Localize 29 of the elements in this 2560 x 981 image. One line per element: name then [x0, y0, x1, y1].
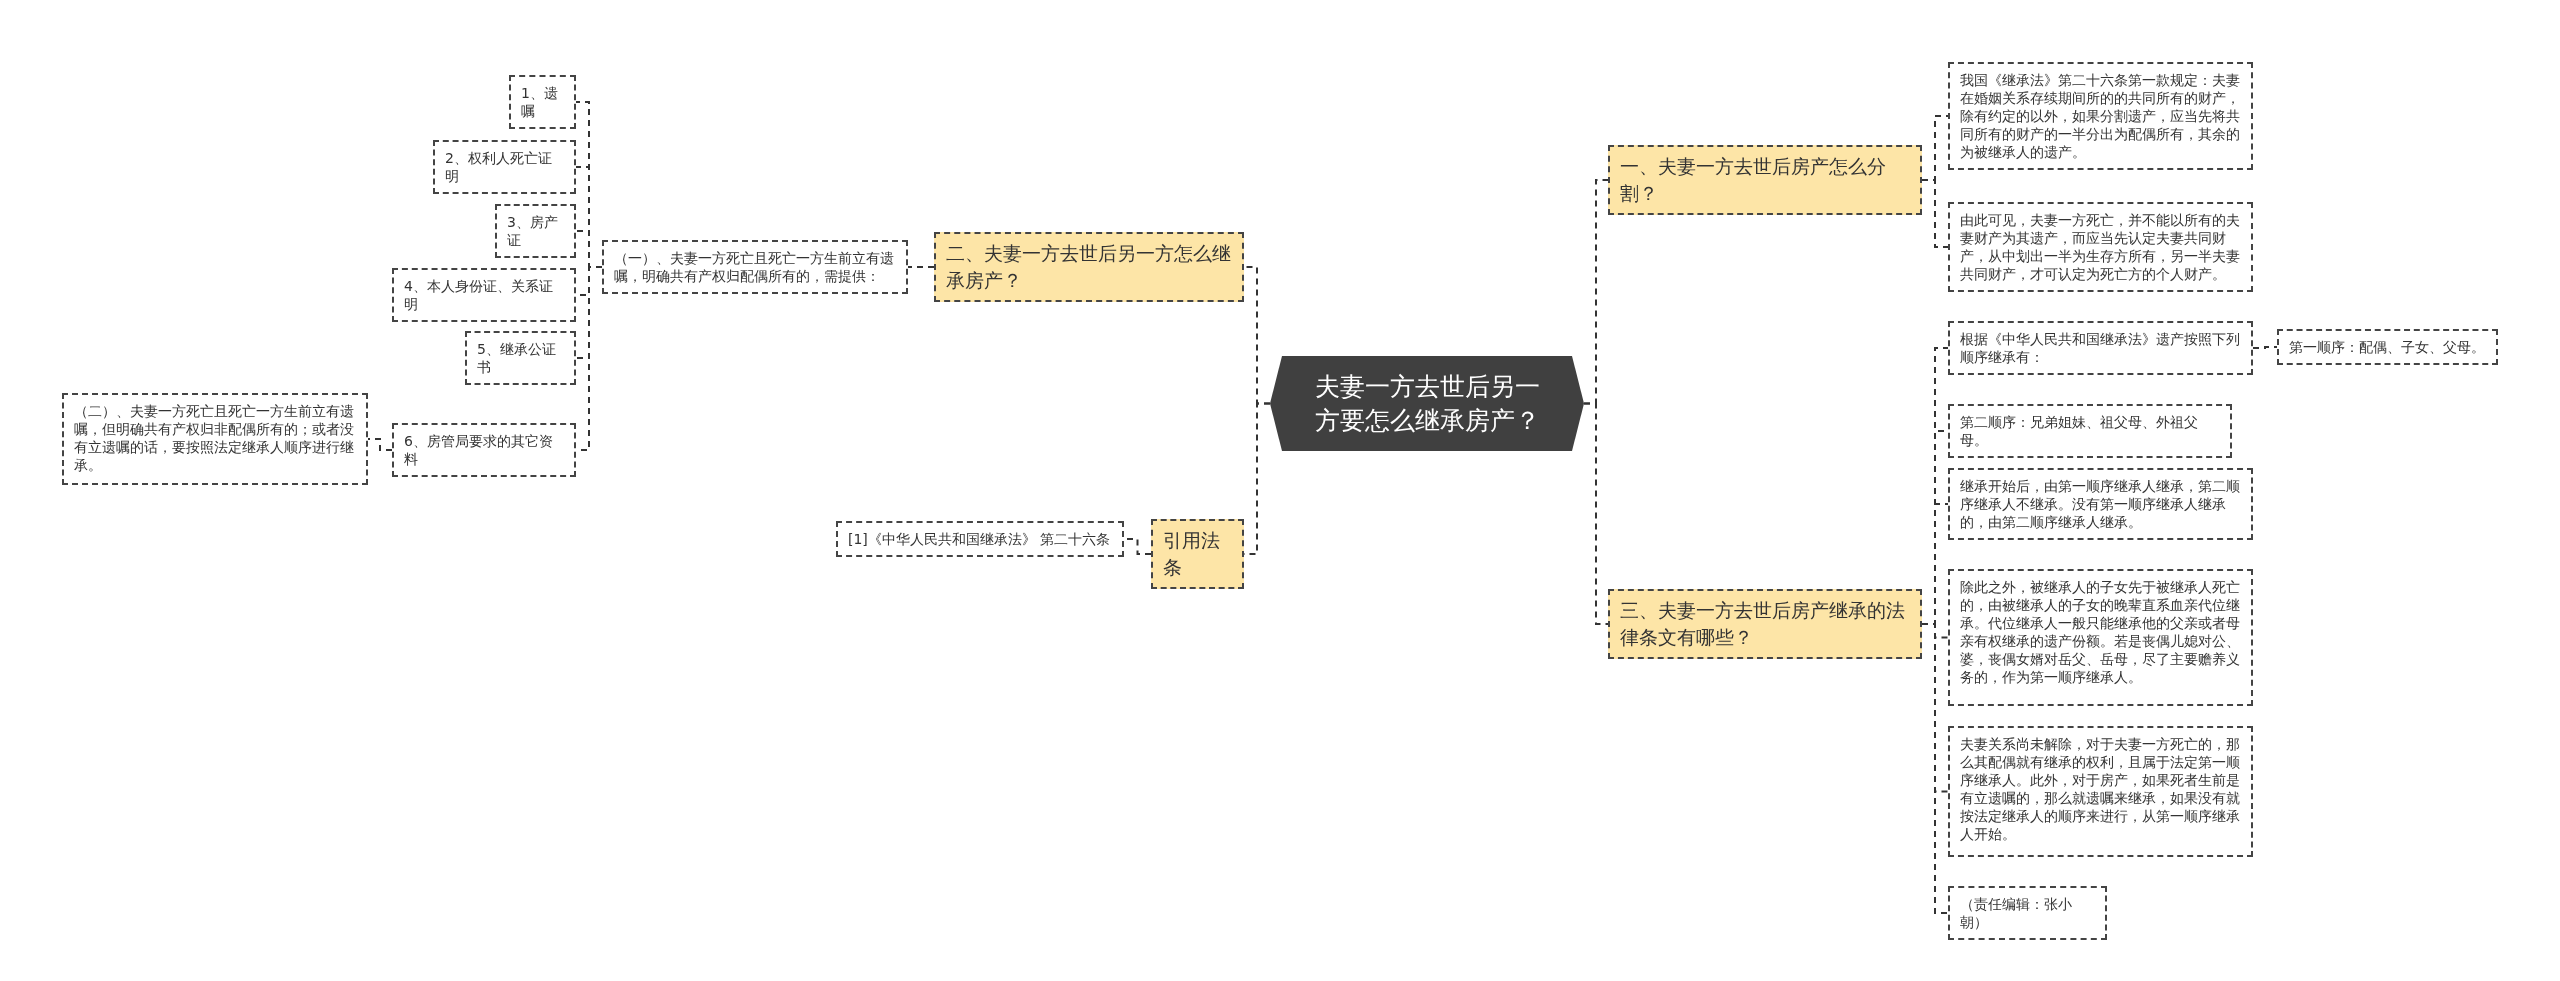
topic-box: 一、夫妻一方去世后房产怎么分割？ — [1608, 145, 1922, 215]
note-box: 除此之外，被继承人的子女先于被继承人死亡的，由被继承人的子女的晚辈直系血亲代位继承。代位继承人一般只能继承他的父亲或者母亲有权继承的遗产份额。若是丧偶儿媳对公、婆，丧偶女婿对岳父、岳母，尽了主要赡养义务的，作为第一顺序继承人。 — [1948, 569, 2253, 706]
note-box: （责任编辑：张小朝） — [1948, 886, 2107, 940]
note-box: 继承开始后，由第一顺序继承人继承，第二顺序继承人不继承。没有第一顺序继承人继承的，由第二顺序继承人继承。 — [1948, 468, 2253, 540]
connector-line — [1921, 623, 1949, 914]
connector-line — [1583, 402, 1609, 625]
note-box: 第一顺序：配偶、子女、父母。 — [2277, 329, 2498, 365]
topic-hexagon: 夫妻一方去世后另一方要怎么继承房产？ — [1270, 356, 1584, 451]
note-box: 4、本人身份证、关系证明 — [392, 268, 576, 322]
topic-box: 引用法条 — [1151, 519, 1244, 589]
topic-box: 三、夫妻一方去世后房产继承的法律条文有哪些？ — [1608, 589, 1922, 659]
connector-line — [367, 438, 393, 451]
topic-box: 二、夫妻一方去世后另一方怎么继承房产？ — [934, 232, 1244, 302]
note-box: 我国《继承法》第二十六条第一款规定：夫妻在婚姻关系存续期间所的的共同所有的财产，除有约定的以外，如果分割遗产，应当先将共同所有的财产的一半分出为配偶所有，其余的为被继承人的遗产。 — [1948, 62, 2253, 170]
note-box: 2、权利人死亡证明 — [433, 140, 576, 194]
connector-line — [1921, 179, 1949, 248]
connector-line — [2252, 346, 2278, 349]
note-box: 根据《中华人民共和国继承法》遗产按照下列顺序继承有： — [1948, 321, 2253, 375]
note-box: 1、遗嘱 — [509, 75, 576, 129]
note-box: （二）、夫妻一方死亡且死亡一方生前立有遗嘱，但明确共有产权归非配偶所有的；或者没有立遗嘱的话，要按照法定继承人顺序进行继承。 — [62, 393, 368, 485]
note-box: 3、房产证 — [495, 204, 576, 258]
note-box: （一）、夫妻一方死亡且死亡一方生前立有遗嘱，明确共有产权归配偶所有的，需提供： — [602, 240, 908, 294]
note-box: 5、继承公证书 — [465, 331, 576, 385]
note-box: [1]《中华人民共和国继承法》 第二十六条 — [836, 521, 1124, 557]
connector-line — [907, 266, 935, 268]
note-box: 第二顺序：兄弟姐妹、祖父母、外祖父母。 — [1948, 404, 2232, 458]
note-box: 夫妻关系尚未解除，对于夫妻一方死亡的，那么其配偶就有继承的权利，且属于法定第一顺序继承人。此外，对于房产，如果死者生前是有立遗嘱的，那么就遗嘱来继承，如果没有就按法定继承人的顺序来进行，从第一顺序继承人开始。 — [1948, 726, 2253, 857]
note-box: 由此可见，夫妻一方死亡，并不能以所有的夫妻财产为其遗产，而应当先认定夫妻共同财产，从中划出一半为生存方所有，另一半夫妻共同财产，才可认定为死亡方的个人财产。 — [1948, 202, 2253, 292]
note-box: 6、房管局要求的其它资料 — [392, 423, 576, 477]
